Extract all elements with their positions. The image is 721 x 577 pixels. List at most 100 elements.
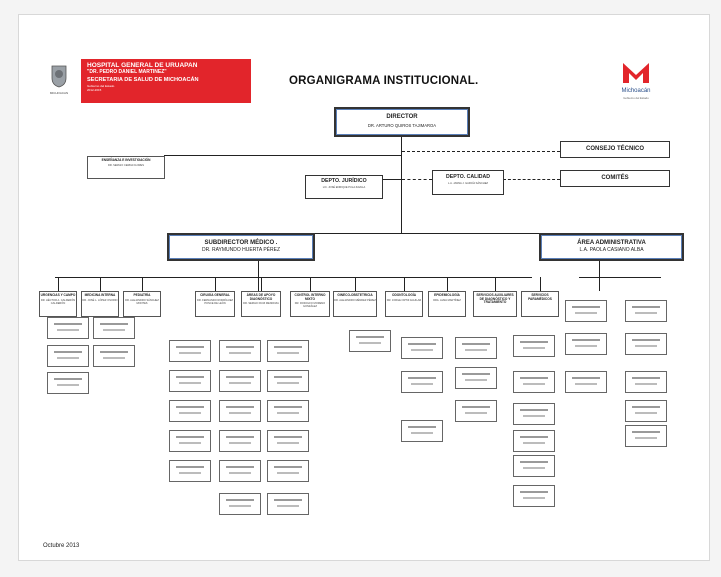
calidad-box: DEPTO. CALIDAD L.A. JANNA J. GARCÍA SÁNC… xyxy=(432,170,504,195)
sub-unit-text-placeholder xyxy=(632,339,660,341)
sub-unit-box xyxy=(513,371,555,393)
sub-unit-box xyxy=(93,345,135,367)
sub-unit-text-placeholder xyxy=(520,377,548,379)
sub-unit-text-placeholder xyxy=(179,412,201,414)
department-title: MEDICINA INTERNA xyxy=(84,293,116,297)
sub-unit-text-placeholder xyxy=(229,412,251,414)
sub-unit-text-placeholder xyxy=(277,352,299,354)
sub-unit-box xyxy=(625,371,667,393)
sub-unit-text-placeholder xyxy=(274,376,302,378)
ensenanza-box: ENSEÑANZA E INVESTIGACIÓN DR. SERGIO CER… xyxy=(87,156,165,179)
sub-unit-box xyxy=(625,333,667,355)
consejo-tecnico-label: CONSEJO TÉCNICO xyxy=(585,146,644,152)
sub-unit-text-placeholder xyxy=(523,442,545,444)
sub-unit-text-placeholder xyxy=(176,376,204,378)
sub-unit-text-placeholder xyxy=(229,505,251,507)
sub-unit-text-placeholder xyxy=(635,312,657,314)
sub-unit-text-placeholder xyxy=(229,382,251,384)
sub-unit-text-placeholder xyxy=(523,497,545,499)
sub-unit-box xyxy=(267,370,309,392)
department-title: SERVICIOS PARAMÉDICOS xyxy=(528,293,552,301)
consejo-tecnico-box: CONSEJO TÉCNICO xyxy=(560,141,670,158)
department-head: DR. ALEJANDRO SÁNCHEZ MONTES xyxy=(125,298,159,305)
sub-unit-box xyxy=(513,455,555,477)
sub-unit-box xyxy=(47,372,89,394)
director-name: DR. ARTURO QUIROS TAJIMAROA xyxy=(367,122,437,128)
dashed-connector xyxy=(402,179,432,180)
sub-unit-text-placeholder xyxy=(226,376,254,378)
emblem-caption: MICHOACAN xyxy=(49,91,69,95)
sub-unit-text-placeholder xyxy=(408,426,436,428)
sub-unit-text-placeholder xyxy=(54,323,82,325)
sub-unit-text-placeholder xyxy=(179,442,201,444)
sub-unit-text-placeholder xyxy=(411,383,433,385)
sub-unit-box xyxy=(401,420,443,442)
ensenanza-name: DR. SERGIO CERDA FLORES xyxy=(107,163,145,167)
connector-line xyxy=(258,261,259,291)
sub-unit-text-placeholder xyxy=(179,472,201,474)
department-title: ÁREAS DE APOYO DIAGNÓSTICO xyxy=(246,293,276,301)
connector-line xyxy=(215,277,216,291)
sub-unit-text-placeholder xyxy=(277,472,299,474)
michoacan-logo-sub: Gobierno del Estado xyxy=(623,96,649,100)
connector-line xyxy=(404,277,405,291)
connector-line xyxy=(495,277,496,291)
period-caption: 2012-2015 xyxy=(87,88,102,92)
sub-unit-text-placeholder xyxy=(520,409,548,411)
government-caption: Gobierno del Estado xyxy=(87,84,115,88)
sub-unit-text-placeholder xyxy=(572,339,600,341)
sub-unit-box xyxy=(267,430,309,452)
sub-unit-box xyxy=(513,485,555,507)
subdirector-name: DR. RAYMUNDO HUERTA PÉREZ xyxy=(201,246,281,253)
sub-unit-box xyxy=(47,345,89,367)
secretaria-name: SECRETARIA DE SALUD DE MICHOACÁN xyxy=(87,77,199,83)
sub-unit-text-placeholder xyxy=(176,346,204,348)
sub-unit-text-placeholder xyxy=(100,351,128,353)
department-title: CONTROL INTERNO MIXTO xyxy=(294,293,326,301)
sub-unit-text-placeholder xyxy=(356,336,384,338)
sub-unit-box xyxy=(267,340,309,362)
sub-unit-text-placeholder xyxy=(465,412,487,414)
sub-unit-box xyxy=(513,403,555,425)
sub-unit-text-placeholder xyxy=(277,505,299,507)
sub-unit-box xyxy=(169,460,211,482)
sub-unit-text-placeholder xyxy=(635,412,657,414)
sub-unit-box xyxy=(565,333,607,355)
sub-unit-box xyxy=(267,400,309,422)
department-head: DR. JOSÉ L. LÓPEZ OSORIO xyxy=(82,298,118,302)
sub-unit-text-placeholder xyxy=(179,352,201,354)
connector-line xyxy=(261,277,262,291)
sub-unit-box xyxy=(625,425,667,447)
connector-line xyxy=(579,277,661,278)
department-title: PEDIATRÍA xyxy=(133,293,151,297)
sub-unit-box xyxy=(455,367,497,389)
sub-unit-text-placeholder xyxy=(226,466,254,468)
department-box: SERVICIOS PARAMÉDICOS xyxy=(521,291,559,317)
department-head: DR. JORGE ORTIZ AGUILAR xyxy=(386,298,422,302)
ensenanza-title: ENSEÑANZA E INVESTIGACIÓN xyxy=(101,158,151,162)
sub-unit-text-placeholder xyxy=(575,383,597,385)
page-title: ORGANIGRAMA INSTITUCIONAL. xyxy=(289,75,479,87)
connector-line xyxy=(365,179,401,180)
sub-unit-text-placeholder xyxy=(520,341,548,343)
sub-unit-text-placeholder xyxy=(462,406,490,408)
connector-line xyxy=(164,155,401,156)
hospital-banner: HOSPITAL GENERAL DE URUAPAN "DR. PEDRO D… xyxy=(81,59,251,103)
sub-unit-text-placeholder xyxy=(274,466,302,468)
subdirector-box: SUBDIRECTOR MÉDICO . DR. RAYMUNDO HUERTA… xyxy=(167,233,315,261)
sub-unit-text-placeholder xyxy=(465,379,487,381)
sub-unit-box xyxy=(219,400,261,422)
sub-unit-box xyxy=(565,371,607,393)
department-head: DR. HÉCTOR A. CALDERÓN CALDERÓN xyxy=(40,298,76,305)
sub-unit-text-placeholder xyxy=(572,306,600,308)
sub-unit-text-placeholder xyxy=(523,383,545,385)
sub-unit-text-placeholder xyxy=(274,346,302,348)
sub-unit-text-placeholder xyxy=(226,406,254,408)
sub-unit-text-placeholder xyxy=(54,378,82,380)
